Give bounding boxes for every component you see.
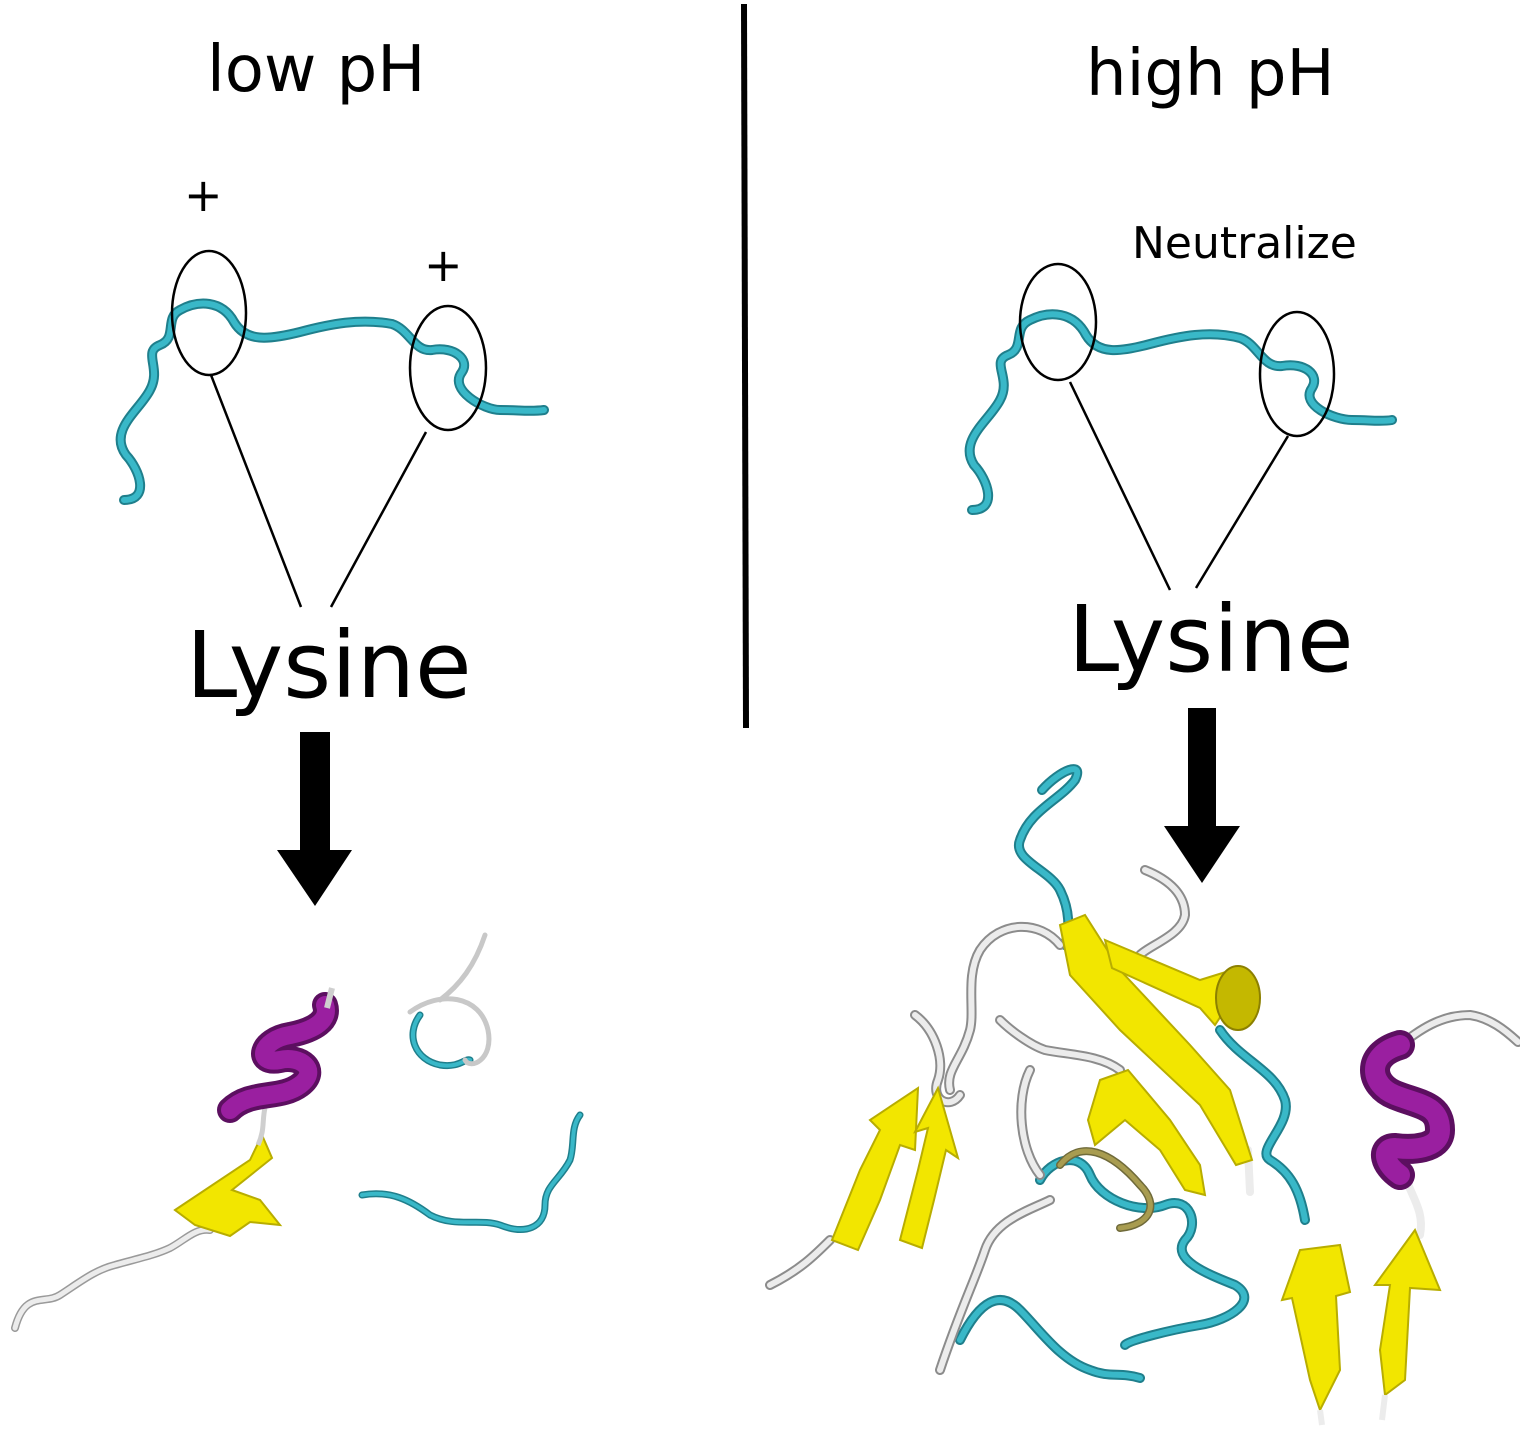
left-pointer-line-2 (329, 431, 428, 608)
right-panel-title: high pH (1086, 37, 1335, 111)
left-lysine-circle-2 (408, 304, 488, 432)
charge-label-1: + (184, 168, 223, 222)
charge-label-2: + (424, 238, 463, 292)
left-lysine-circle-1 (170, 249, 248, 377)
right-lysine-circle-1 (1018, 262, 1098, 382)
right-lysine-circle-2 (1258, 310, 1336, 438)
divider-line (741, 3, 749, 729)
left-down-arrow (277, 732, 352, 906)
right-down-arrow (1164, 708, 1240, 883)
neutralize-label: Neutralize (1132, 218, 1357, 269)
left-peptide (115, 298, 549, 505)
right-peptide (964, 309, 1397, 515)
right-pointer-line-2 (1194, 435, 1290, 589)
left-pointer-line-1 (209, 374, 303, 608)
left-structure (11, 932, 584, 1332)
right-structure (765, 764, 1520, 1426)
left-panel-title: low pH (207, 33, 426, 107)
right-lysine-label: Lysine (1068, 586, 1354, 693)
right-pointer-line-1 (1068, 381, 1172, 591)
left-lysine-label: Lysine (186, 612, 472, 719)
